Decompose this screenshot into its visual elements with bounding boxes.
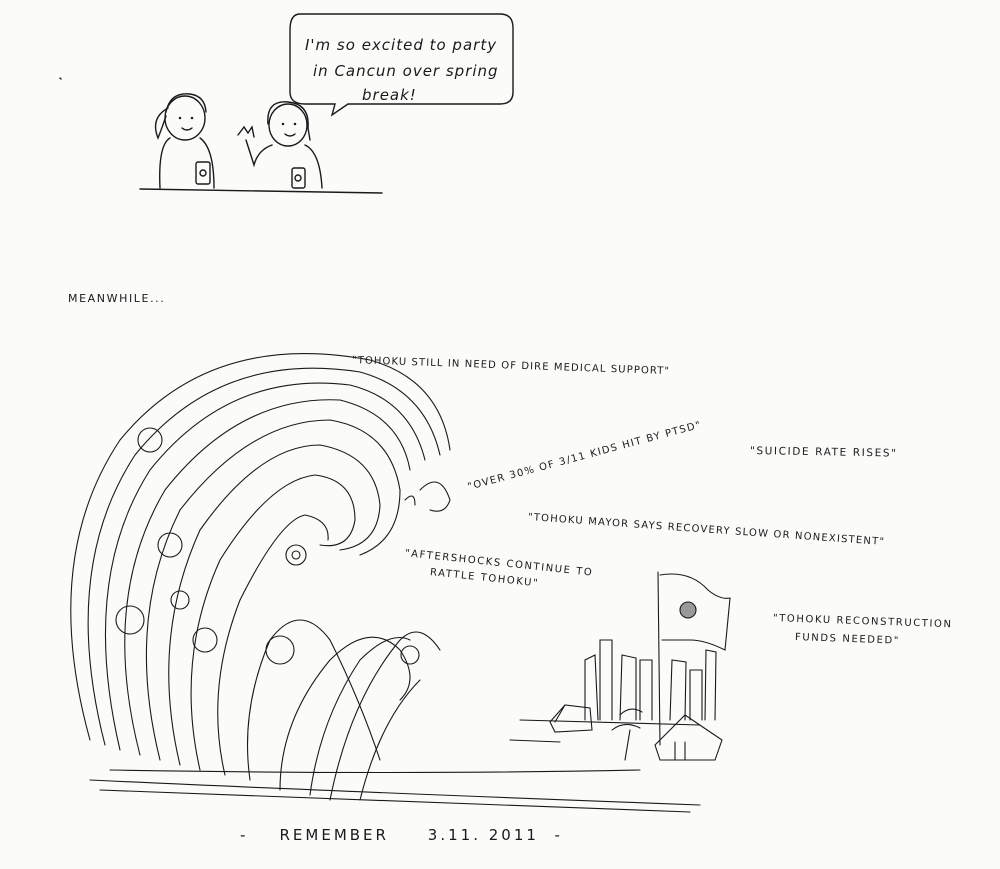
city-drawing [509, 571, 731, 761]
flagpole [657, 571, 661, 746]
meanwhile-label: MEANWHILE... [68, 292, 166, 305]
table-line [139, 188, 383, 194]
caption-date: 3.11. 2011 [427, 826, 539, 844]
house-left [549, 704, 593, 733]
house-right [654, 714, 723, 761]
caption-dash-right: - [554, 826, 563, 844]
speech-line-2: in Cancun over spring [313, 62, 499, 80]
caption-dash-left: - [240, 826, 249, 844]
speech-bubble [289, 13, 514, 117]
paper-dot [59, 77, 62, 80]
girl-left [154, 93, 215, 189]
caption-text: REMEMBER [279, 826, 389, 844]
tree [611, 708, 643, 761]
speech-line-1: I'm so excited to party [305, 36, 498, 54]
speech-line-3: break! [362, 86, 417, 104]
girl-right [237, 101, 323, 189]
remember-caption: - REMEMBER 3.11. 2011 - [240, 826, 563, 844]
wave-drawing [70, 353, 701, 813]
headline-suicide-rate: "SUICIDE RATE RISES" [749, 445, 898, 460]
japan-flag [659, 573, 731, 651]
